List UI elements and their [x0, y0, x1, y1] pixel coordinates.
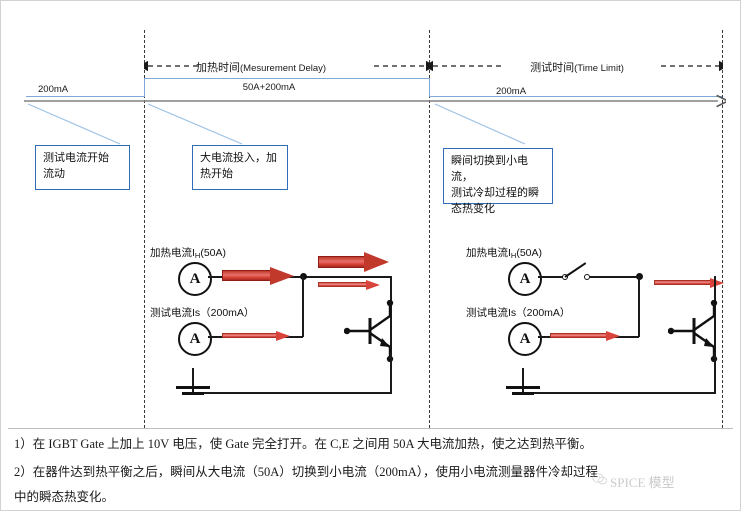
- left-ground-wire: [192, 368, 194, 394]
- note-line-1: 1）在 IGBT Gate 上加上 10V 电压，使 Gate 完全打开。在 C…: [14, 437, 592, 451]
- left-heat-label-prefix: 加热电流I: [150, 247, 195, 259]
- left-heat-label-sub: H: [194, 251, 201, 260]
- right-heat-wire-left: [538, 276, 564, 278]
- phase-1-label-cn: 加热时间: [196, 62, 240, 74]
- right-collector-wire: [714, 276, 716, 394]
- start-current-label: 200mA: [38, 84, 69, 95]
- wechat-logo-icon: [592, 473, 607, 485]
- left-emitter-wire: [390, 352, 392, 394]
- current-level-line-left: [26, 96, 144, 97]
- note-line-3: 中的瞬态热变化。: [14, 490, 115, 504]
- left-collector-wire: [390, 276, 392, 394]
- right-transistor-symbol: [668, 300, 718, 362]
- callout-box-1: 测试电流开始 流动: [35, 145, 130, 190]
- left-heat-ammeter: A: [178, 262, 212, 296]
- callout-box-2: 大电流投入，加 热开始: [192, 145, 288, 190]
- phase2-arrow: [429, 60, 723, 72]
- right-ground-bar-2: [512, 392, 534, 395]
- right-heat-ammeter: A: [508, 262, 542, 296]
- current-step-down: [429, 78, 430, 97]
- left-total-current-arrow: [318, 252, 390, 272]
- left-ground-bar-1: [176, 386, 210, 389]
- left-heat-label-suffix: (50A): [200, 247, 227, 259]
- right-heat-label-sub: H: [510, 251, 517, 260]
- right-return-wire: [522, 392, 716, 394]
- content-divider: [8, 428, 733, 429]
- right-ground-wire: [522, 368, 524, 394]
- current-level-line-mid: [144, 78, 429, 79]
- left-junction-drop: [302, 276, 304, 337]
- divider-line-mid: [429, 30, 430, 428]
- current-level-line-right: [429, 96, 722, 97]
- right-test-current-arrow: [550, 331, 622, 341]
- callout-box-3: 瞬间切换到小电流， 测试冷却过程的瞬 态热变化: [443, 148, 553, 215]
- right-test-ammeter-symbol: A: [519, 330, 531, 347]
- right-ground-bar-1: [506, 386, 540, 389]
- left-heat-ammeter-symbol: A: [189, 270, 201, 287]
- left-test-current-arrow-top: [318, 279, 382, 290]
- phase-2-current: 200mA: [495, 86, 527, 97]
- right-switch-contact-b: [584, 274, 590, 280]
- left-heat-arrow-inline: [222, 266, 294, 285]
- right-heat-current-label: 加热电流IH(50A): [466, 245, 542, 260]
- right-heat-label-prefix: 加热电流I: [466, 247, 511, 259]
- phase-2-label-cn: 测试时间: [530, 62, 575, 74]
- right-junction-drop: [638, 276, 640, 337]
- right-emitter-wire: [714, 352, 716, 394]
- phase-2-label: 测试时间(Time Limit): [512, 59, 642, 75]
- left-heat-current-label: 加热电流IH(50A): [150, 245, 226, 260]
- left-return-wire: [192, 392, 392, 394]
- current-step-up: [144, 78, 145, 97]
- left-ground-bar-2: [182, 392, 204, 395]
- left-test-current-arrow: [222, 331, 292, 341]
- right-heat-label-suffix: (50A): [516, 247, 543, 259]
- left-test-ammeter-symbol: A: [189, 330, 201, 347]
- right-test-current-arrow-top: [654, 278, 726, 288]
- right-test-ammeter: A: [508, 322, 542, 356]
- right-heat-wire-right: [590, 276, 638, 278]
- left-test-current-label: 测试电流Is（200mA）: [150, 307, 255, 319]
- left-collector-top-wire: [368, 276, 392, 278]
- divider-line-end: [722, 30, 723, 428]
- right-test-current-label: 测试电流Is（200mA）: [466, 307, 571, 319]
- phase-2-label-en: (Time Limit): [574, 63, 624, 74]
- divider-line-start: [144, 30, 145, 428]
- phase-1-label: 加热时间(Mesurement Delay): [196, 59, 326, 75]
- phase-1-label-en: (Mesurement Delay): [240, 63, 327, 74]
- right-heat-ammeter-symbol: A: [519, 270, 531, 287]
- time-axis: [24, 94, 726, 108]
- phase-1-current: 50A+200mA: [242, 82, 296, 93]
- note-line-2: 2）在器件达到热平衡之后，瞬间从大电流（50A）切换到小电流（200mA），使用…: [14, 465, 599, 479]
- callout-leader-lines: [27, 103, 526, 145]
- left-test-ammeter: A: [178, 322, 212, 356]
